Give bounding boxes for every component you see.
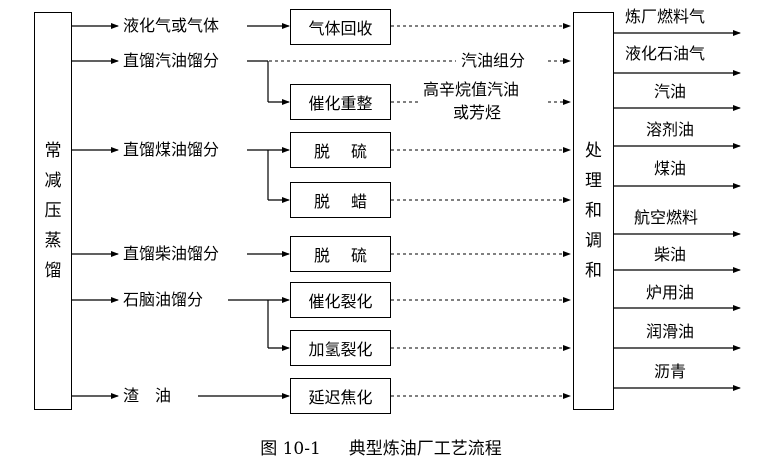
right-char: 和 [585, 201, 602, 221]
fraction-residue: 渣 油 [123, 386, 172, 405]
left-char: 压 [44, 201, 62, 221]
fraction-gas: 液化气或气体 [123, 16, 220, 35]
product-label: 液化石油气 [625, 44, 706, 63]
distillation-unit-box [34, 12, 72, 410]
process-dewaxing: 脱 蜡 [290, 182, 391, 218]
product-label: 润滑油 [646, 322, 695, 341]
treating-blending-unit-box [573, 12, 614, 410]
treating-blending-unit-label: 处 理 和 调 和 [573, 12, 614, 410]
intermediate-high-octane-line2: 或芳烃 [453, 103, 502, 122]
intermediate-high-octane-line1: 高辛烷值汽油 [423, 80, 520, 99]
fraction-straight-kerosene: 直馏煤油馏分 [123, 140, 220, 159]
left-char: 减 [44, 171, 62, 191]
process-delayed-coking: 延迟焦化 [290, 378, 391, 414]
process-catalytic-reforming: 催化重整 [290, 84, 391, 120]
product-label: 炉用油 [646, 283, 695, 302]
right-char: 理 [585, 171, 602, 191]
product-label: 炼厂燃料气 [625, 7, 706, 26]
process-desulfurization-kerosene: 脱 硫 [290, 132, 391, 168]
right-char: 处 [585, 141, 602, 161]
intermediate-gasoline-component: 汽油组分 [461, 51, 526, 70]
distillation-unit-label: 常 减 压 蒸 馏 [34, 12, 72, 410]
process-catalytic-cracking: 催化裂化 [290, 282, 391, 318]
product-label: 汽油 [654, 82, 687, 101]
left-char: 蒸 [44, 231, 62, 251]
process-gas-recovery: 气体回收 [290, 9, 391, 45]
process-desulfurization-diesel: 脱 硫 [290, 236, 391, 272]
process-hydrocracking: 加氢裂化 [290, 330, 391, 366]
right-char: 和 [585, 261, 602, 281]
figure-title: 典型炼油厂工艺流程 [348, 439, 502, 459]
left-char: 常 [44, 141, 62, 161]
fraction-straight-gasoline: 直馏汽油馏分 [123, 51, 220, 70]
product-label: 航空燃料 [634, 208, 699, 227]
product-label: 溶剂油 [646, 120, 695, 139]
fraction-straight-diesel: 直馏柴油馏分 [123, 244, 220, 263]
right-char: 调 [585, 231, 602, 251]
product-label: 煤油 [654, 159, 687, 178]
fraction-wax-oil: 石脑油馏分 [123, 290, 204, 309]
left-char: 馏 [44, 261, 62, 281]
figure-number: 图 10-1 [260, 439, 321, 459]
product-label: 柴油 [654, 245, 687, 264]
product-label: 沥青 [654, 362, 687, 381]
figure-caption: 图 10-1 典型炼油厂工艺流程 [0, 434, 762, 459]
